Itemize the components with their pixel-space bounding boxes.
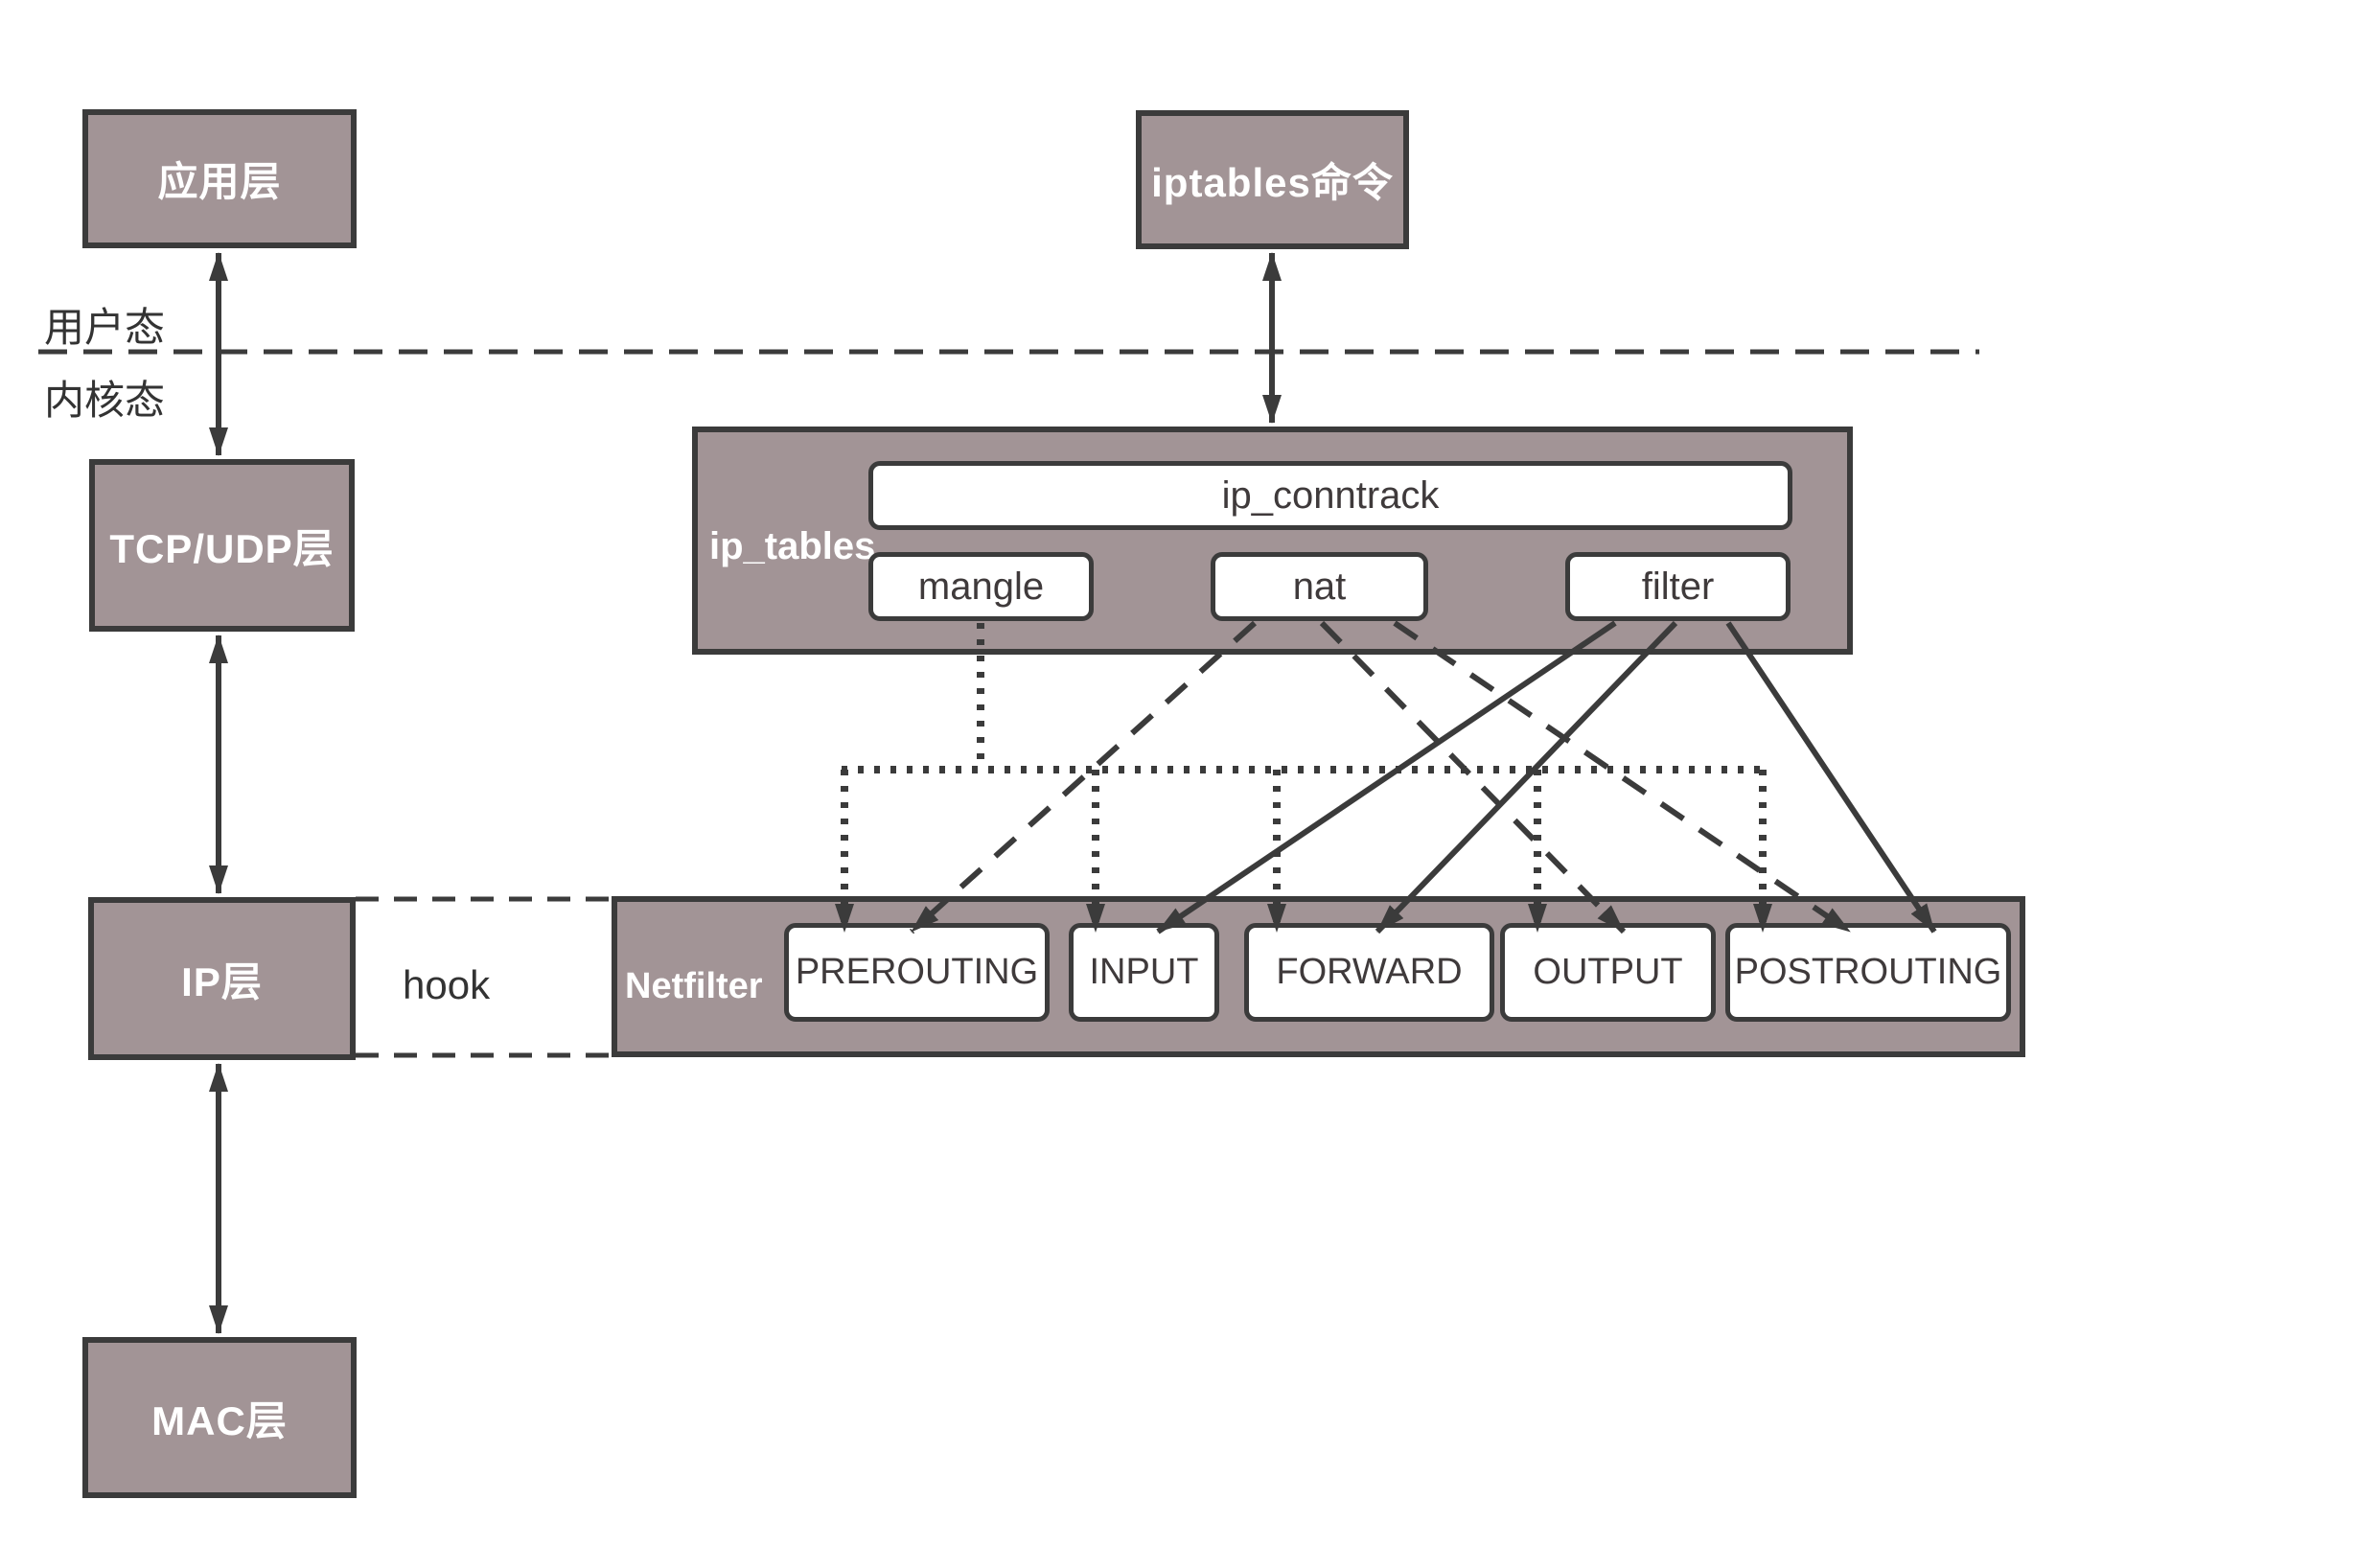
netfilter-band-label: Netfilter — [625, 966, 763, 1006]
chain-postrouting-label: POSTROUTING — [1734, 952, 2002, 992]
hook-label: hook — [403, 962, 491, 1007]
ip-tables-module-label: ip_tables — [709, 525, 876, 567]
ip-layer-label: IP层 — [181, 958, 263, 1004]
filter-table-box: filter — [1565, 552, 1791, 621]
kernel-mode-label: 内核态 — [44, 378, 166, 423]
chain-prerouting-label: PREROUTING — [795, 952, 1039, 992]
chain-input-box: INPUT — [1069, 923, 1219, 1022]
mangle-table-label: mangle — [917, 565, 1045, 608]
chain-output-box: OUTPUT — [1500, 923, 1716, 1022]
user-mode-label: 用户态 — [44, 305, 166, 350]
filter-table-label: filter — [1641, 565, 1715, 608]
chain-input-label: INPUT — [1089, 952, 1199, 992]
edge-filter-input — [1156, 620, 1617, 935]
chain-forward-box: FORWARD — [1244, 923, 1494, 1022]
tcp-udp-layer-label: TCP/UDP层 — [109, 525, 335, 571]
mac-layer-label: MAC层 — [151, 1397, 288, 1443]
edge-nat-prerouting — [909, 620, 1258, 935]
mangle-table-box: mangle — [868, 552, 1094, 621]
mac-layer-box: MAC层 — [82, 1337, 357, 1498]
edge-nat-output — [1319, 620, 1627, 935]
ip-layer-box: IP层 — [88, 897, 356, 1060]
app-layer-label: 应用层 — [157, 159, 282, 204]
app-layer-box: 应用层 — [82, 109, 357, 248]
ip-conntrack-label: ip_conntrack — [1221, 473, 1440, 517]
edge-nat-postrouting — [1393, 620, 1852, 935]
nat-table-label: nat — [1292, 565, 1347, 608]
iptables-command-box: iptables命令 — [1136, 110, 1409, 249]
chain-output-label: OUTPUT — [1533, 952, 1683, 992]
tcp-udp-layer-box: TCP/UDP层 — [89, 459, 355, 632]
chain-postrouting-box: POSTROUTING — [1725, 923, 2011, 1022]
nat-table-box: nat — [1211, 552, 1428, 621]
ip-conntrack-box: ip_conntrack — [868, 461, 1792, 530]
chain-forward-label: FORWARD — [1276, 952, 1463, 992]
iptables-command-label: iptables命令 — [1151, 160, 1394, 205]
edge-filter-forward — [1375, 620, 1678, 935]
edge-filter-postrouting — [1725, 621, 1937, 934]
chain-prerouting-box: PREROUTING — [784, 923, 1050, 1022]
